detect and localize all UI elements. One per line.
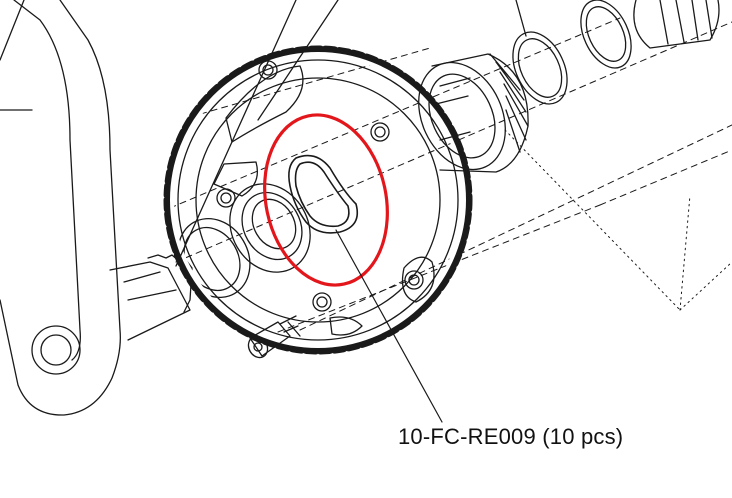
far-bb-cup [633,0,720,49]
callout-leader-line [335,229,443,423]
chainring-spacer [288,154,359,234]
crank-arm [0,0,193,416]
chainring-center-ring [229,183,311,273]
bb-spacer-rings [512,0,632,105]
dotted-leader-lines [504,129,732,311]
highlight-ellipse [263,113,389,287]
top-leader-lines [175,0,527,267]
chainring [163,45,473,355]
bottom-bracket-cup [418,53,529,173]
part-number-label: 10-FC-RE009 (10 pcs) [398,424,624,449]
chainring-bolt [247,315,301,359]
